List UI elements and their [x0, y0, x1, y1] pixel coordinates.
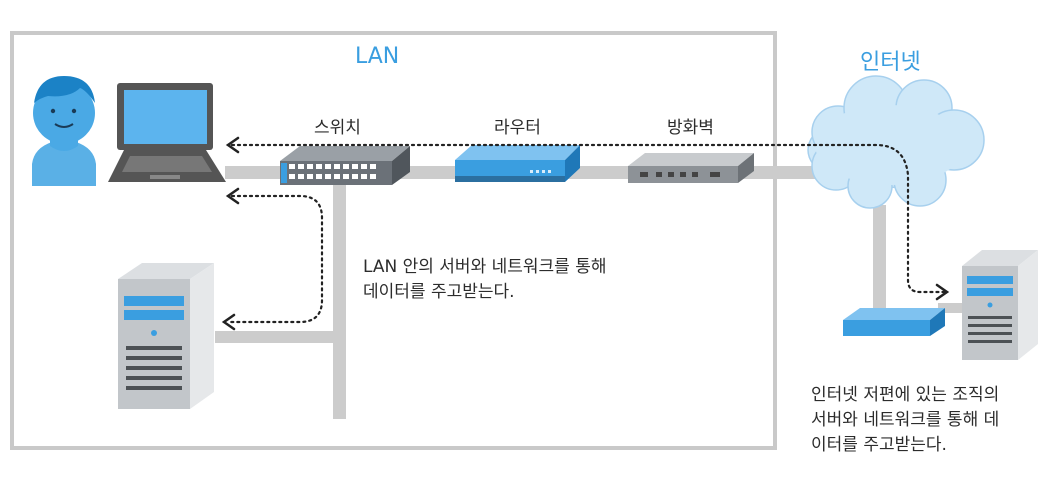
lan-boundary: [10, 31, 777, 450]
internet-label: 인터넷: [860, 50, 921, 75]
internet-description: 인터넷 저편에 있는 조직의 서버와 네트워크를 통해 데 이터를 주고받는다.: [811, 385, 1000, 455]
switch-label: 스위치: [314, 118, 361, 138]
switch-icon: [280, 146, 410, 185]
lan-label: LAN: [355, 44, 400, 69]
lan-description: LAN 안의 서버와 네트워크를 통해 데이터를 주고받는다.: [363, 257, 607, 302]
remote-router-icon: [843, 308, 945, 336]
user-icon: [32, 76, 96, 186]
remote-server-icon: [962, 250, 1038, 360]
router-icon: [455, 145, 580, 182]
router-label: 라우터: [494, 118, 541, 138]
lan-server-icon: [118, 263, 214, 409]
arrowheads: [221, 136, 950, 331]
firewall-label: 방화벽: [667, 118, 714, 138]
laptop-icon: [108, 83, 226, 182]
firewall-icon: [628, 153, 754, 183]
data-flow-paths: [226, 143, 947, 324]
